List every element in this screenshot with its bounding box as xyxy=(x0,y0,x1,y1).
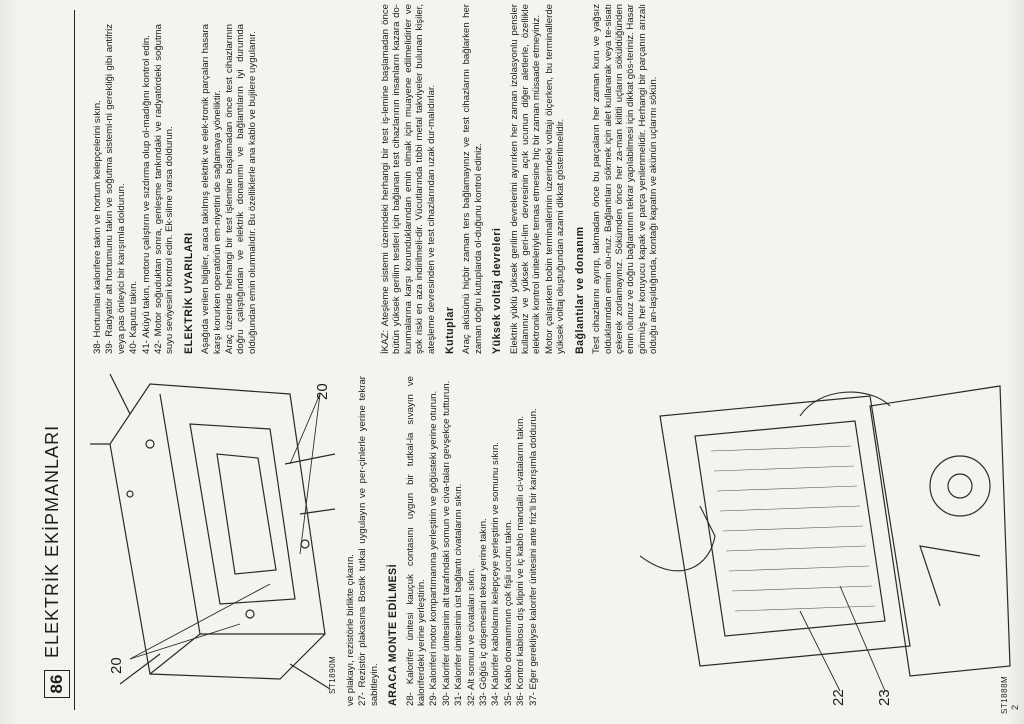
step: 32- Alt somun ve civataları sıkın. xyxy=(465,567,477,706)
paragraph: Test cihazlarını ayırıp, takmadan önce b… xyxy=(591,4,660,354)
paragraph: ve plakayı, rezistörle birlikte çıkarın. xyxy=(345,554,356,706)
step: 35- Kablo donanımının çok fişli ucunu ta… xyxy=(502,519,514,706)
column-3: İKAZ: Ateşleme sistemi üzerindeki herhan… xyxy=(380,4,661,354)
callout-20-right: 20 xyxy=(314,383,331,400)
column-1: ve plakayı, rezistörle birlikte çıkarın.… xyxy=(345,376,540,706)
paragraph: Araç üzerinde herhangi bir test işlemine… xyxy=(224,24,258,354)
step: 31- Kalorifer ünitesinin üst bağlantı ci… xyxy=(453,483,465,706)
section-heading: ARACA MONTE EDİLMESİ xyxy=(387,563,400,706)
page-number: 86 xyxy=(44,670,70,698)
step: 33- Göğüs iç döşemesini tekrar yerine ta… xyxy=(478,518,490,706)
step: 36- Kontrol kablosu dış klipini ve iç ka… xyxy=(515,415,527,706)
callout-20-left: 20 xyxy=(108,657,125,674)
page-title: ELEKTRİK EKİPMANLARI xyxy=(42,424,62,658)
heater-assembly-figure: 20 20 ST1890M xyxy=(90,364,340,694)
step: 38- Hortumları kalorifere takın ve hortu… xyxy=(92,100,103,354)
figure-id-bottom: ST1888M xyxy=(1000,675,1009,714)
paragraph: Aşağıda verilen bilgiler, araca takılmış… xyxy=(200,24,223,354)
step: 40- Kaputu takın. xyxy=(128,280,140,354)
step: 28- Kalorifer ünitesi kauçuk contasını u… xyxy=(404,376,428,706)
page-header: 86 ELEKTRİK EKİPMANLARI xyxy=(34,10,75,710)
paragraph: Elektrik yüklü yüksek gerilim devrelerin… xyxy=(508,4,543,354)
heater-assembly-drawing xyxy=(90,373,336,690)
callout-23: 23 xyxy=(876,689,893,706)
step: 37- Eğer gerekliyse kalorifer ünitesini … xyxy=(527,408,539,706)
callout-22: 22 xyxy=(830,689,847,706)
step: 34- Kalorifer kablolarını kelepçeye yerl… xyxy=(490,442,502,706)
header-rule xyxy=(74,10,75,710)
step: 39- Radyatör alt hortumunu takın ve soğu… xyxy=(104,24,127,354)
paragraph: Araç aküsünü hiçbir zaman ters bağlamayı… xyxy=(461,4,484,354)
heater-core-removal-figure: 22 23 ST1888M xyxy=(639,376,1020,714)
paragraph: Motor çalışırken bobin terminallerinin ü… xyxy=(543,4,567,354)
warning-paragraph: İKAZ: Ateşleme sistemi üzerindeki herhan… xyxy=(380,4,437,354)
step: 30- Kalorifer ünitesinin alt tarafındaki… xyxy=(440,380,452,706)
step: 41- Aküyü takın, motoru çalıştırın ve sı… xyxy=(140,35,152,354)
section-heading: ELEKTRİK UYARILARI xyxy=(182,232,195,354)
heater-core-drawing xyxy=(639,385,1011,692)
column-2: 38- Hortumları kalorifere takın ve hortu… xyxy=(92,24,259,354)
section-heading: Kutuplar xyxy=(444,306,457,354)
section-heading: Bağlantılar ve donanım xyxy=(573,226,586,354)
paragraph: 27- Rezistör plakasına Bostik tutkal uyg… xyxy=(357,376,380,706)
footer-number: 2 xyxy=(1010,704,1020,710)
figure-id-top: ST1890M xyxy=(328,655,337,694)
step: 29- Kaloriferi motor kompartımanına yerl… xyxy=(428,390,440,706)
section-heading: Yüksek voltaj devreleri xyxy=(491,227,504,354)
step: 42- Motor soğuduktan sonra, genleşme tan… xyxy=(153,24,176,354)
